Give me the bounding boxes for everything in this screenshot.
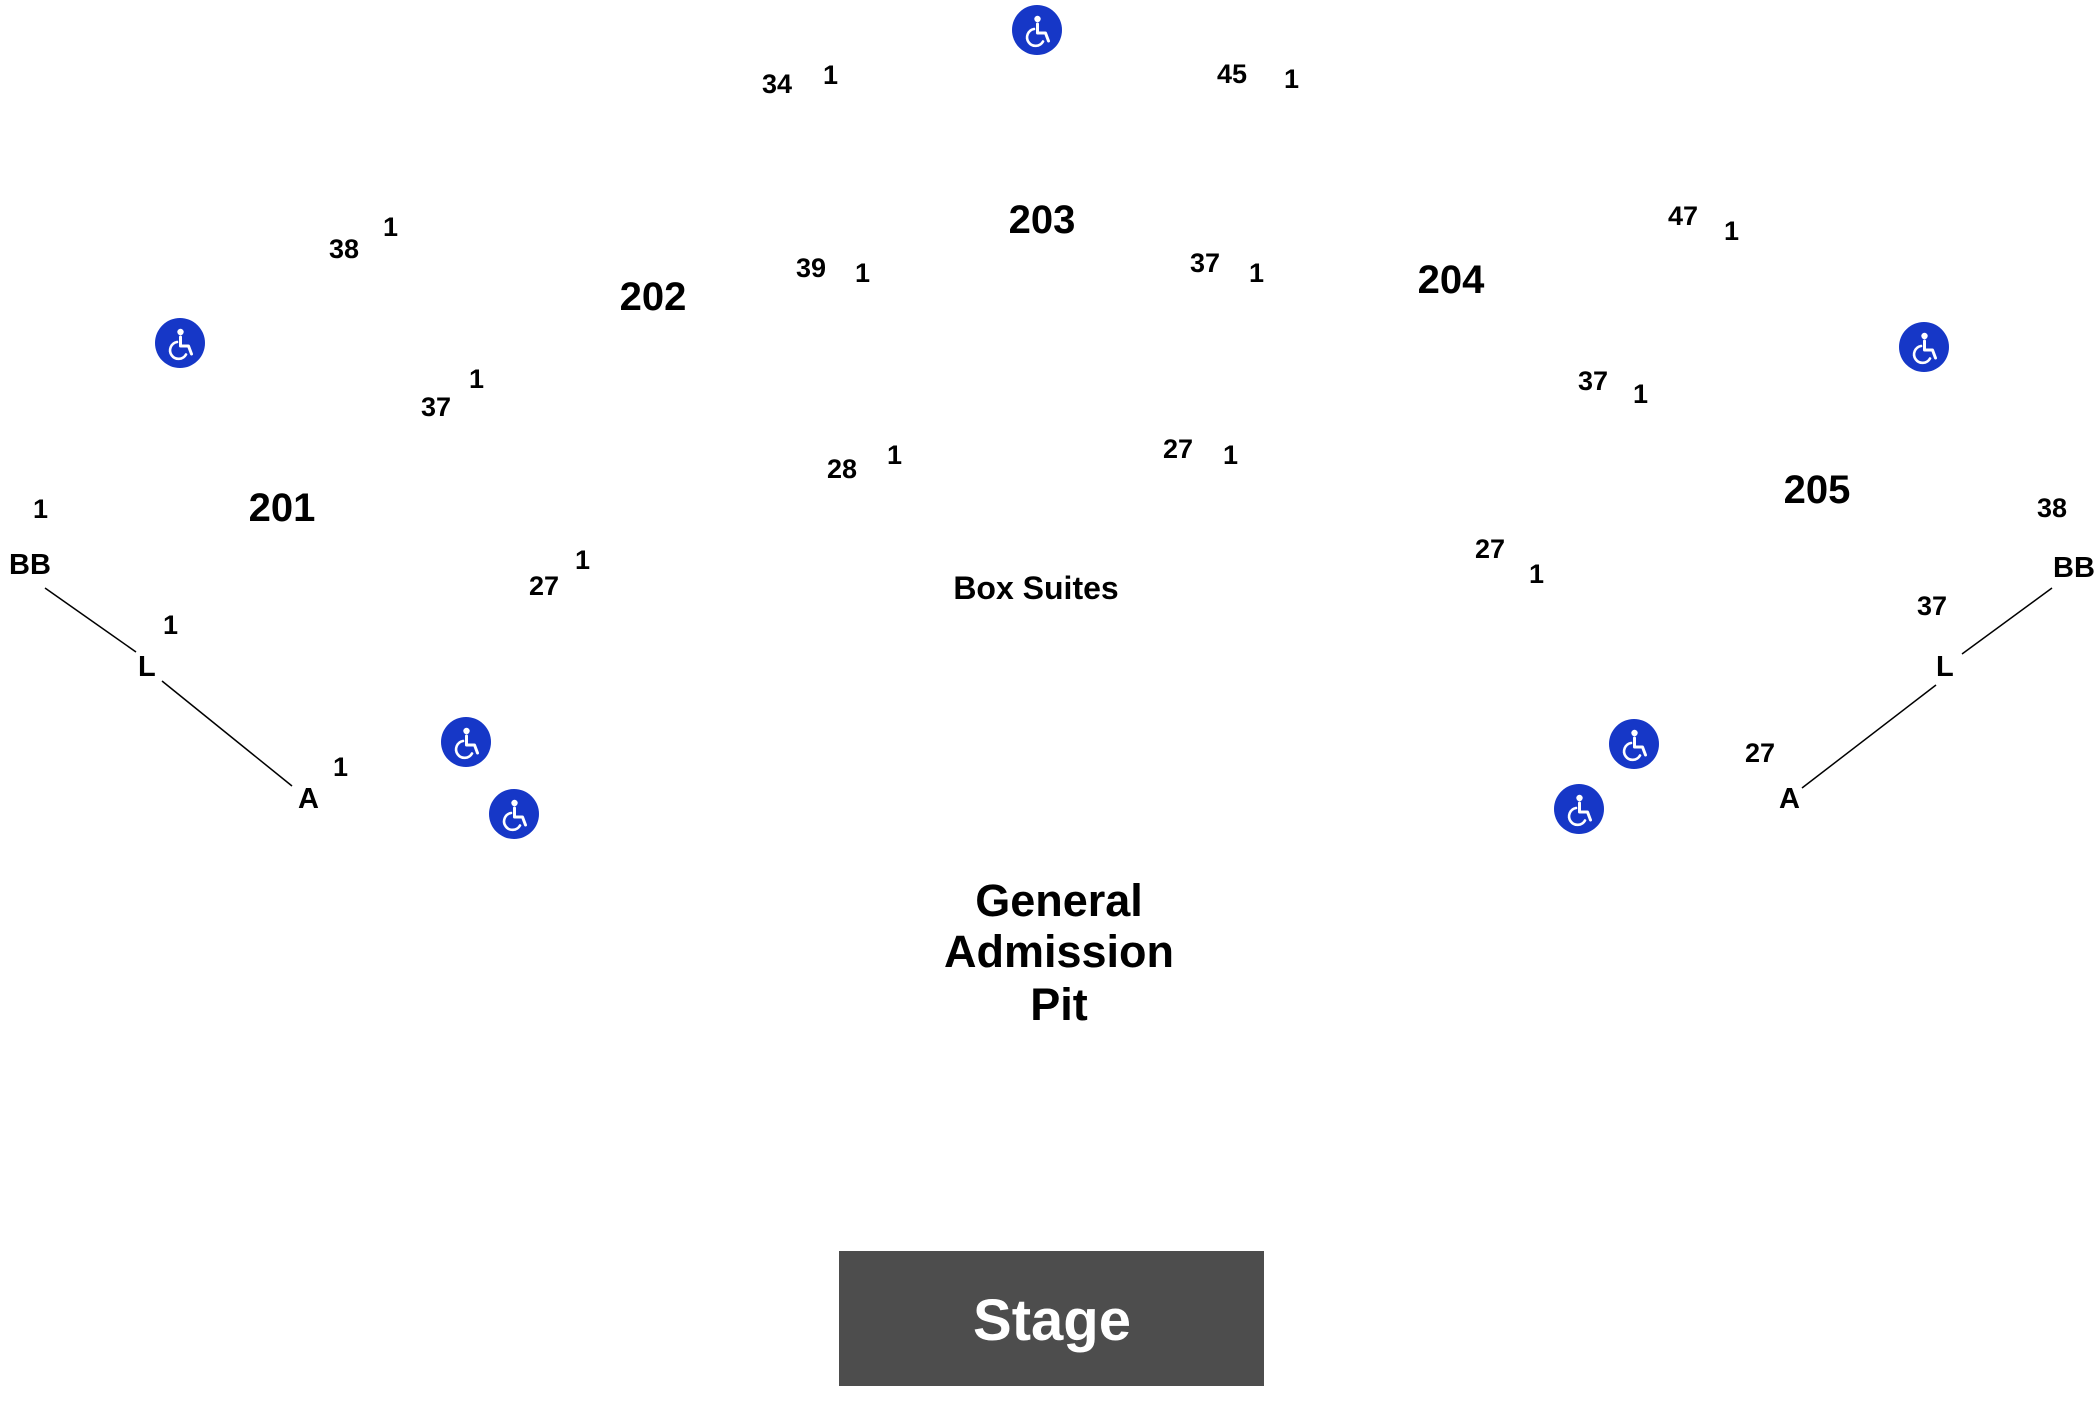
seat-number: 28: [827, 454, 857, 484]
row-label-a-left: A: [298, 783, 319, 815]
seat-number: 39: [796, 253, 826, 283]
wheelchair-icon-left-lower-1[interactable]: [439, 715, 493, 769]
section-205[interactable]: 205: [1784, 468, 1851, 512]
seat-number: 1: [887, 440, 902, 470]
section-203[interactable]: 203: [1009, 198, 1076, 242]
seat-number: 1: [823, 60, 838, 90]
wheelchair-icon-right-upper[interactable]: [1897, 320, 1951, 374]
row-label-l-right: L: [1936, 651, 1954, 683]
seat-number: 47: [1668, 201, 1698, 231]
seat-number: 27: [1475, 534, 1505, 564]
seat-number: 27: [529, 571, 559, 601]
seat-number: 37: [1578, 366, 1608, 396]
seat-number: 27: [1163, 434, 1193, 464]
row-label-bb-left: BB: [9, 549, 51, 581]
wheelchair-icon-left-upper[interactable]: [153, 316, 207, 370]
seat-number: 37: [1190, 248, 1220, 278]
row-line-left-upper: [44, 587, 137, 653]
seat-number: 1: [1223, 440, 1238, 470]
row-label-a-right: A: [1779, 783, 1800, 815]
section-201[interactable]: 201: [249, 486, 316, 530]
box-suites-label[interactable]: Box Suites: [953, 570, 1118, 606]
seat-number: 1: [1284, 64, 1299, 94]
row-line-left-lower: [161, 680, 293, 787]
seat-number: 1: [855, 258, 870, 288]
seat-number: 38: [2037, 493, 2067, 523]
section-202[interactable]: 202: [620, 275, 687, 319]
row-line-right-lower: [1801, 684, 1937, 789]
seat-number: 1: [469, 364, 484, 394]
seat-number: 45: [1217, 59, 1247, 89]
seat-number: 27: [1745, 738, 1775, 768]
stage-block: [839, 1251, 1264, 1386]
seat-number: 34: [762, 69, 792, 99]
stage-label: Stage: [973, 1288, 1131, 1353]
wheelchair-icon-right-lower-1[interactable]: [1607, 717, 1661, 771]
wheelchair-icon-top[interactable]: [1010, 3, 1064, 57]
wheelchair-icon-left-lower-2[interactable]: [487, 787, 541, 841]
seat-number: 38: [329, 234, 359, 264]
seat-number: 1: [333, 752, 348, 782]
row-label-l-left: L: [138, 651, 156, 683]
seat-number: 1: [163, 610, 178, 640]
seat-number: 1: [1633, 379, 1648, 409]
row-label-bb-right: BB: [2053, 552, 2095, 584]
general-admission-pit[interactable]: General Admission Pit: [944, 875, 1174, 1030]
seat-number: 37: [1917, 591, 1947, 621]
seat-number: 1: [383, 212, 398, 242]
seat-number: 37: [421, 392, 451, 422]
seat-number: 1: [1249, 258, 1264, 288]
section-204[interactable]: 204: [1418, 258, 1485, 302]
stage: Stage: [839, 1251, 1264, 1386]
ga-line-3: Pit: [1030, 979, 1088, 1030]
ga-line-1: General: [975, 875, 1143, 926]
ga-line-2: Admission: [944, 926, 1174, 977]
seat-number: 1: [33, 494, 48, 524]
seat-number: 1: [575, 545, 590, 575]
row-line-right-upper: [1961, 587, 2053, 655]
seat-number: 1: [1724, 216, 1739, 246]
wheelchair-icon-right-lower-2[interactable]: [1552, 782, 1606, 836]
seat-number: 1: [1529, 559, 1544, 589]
